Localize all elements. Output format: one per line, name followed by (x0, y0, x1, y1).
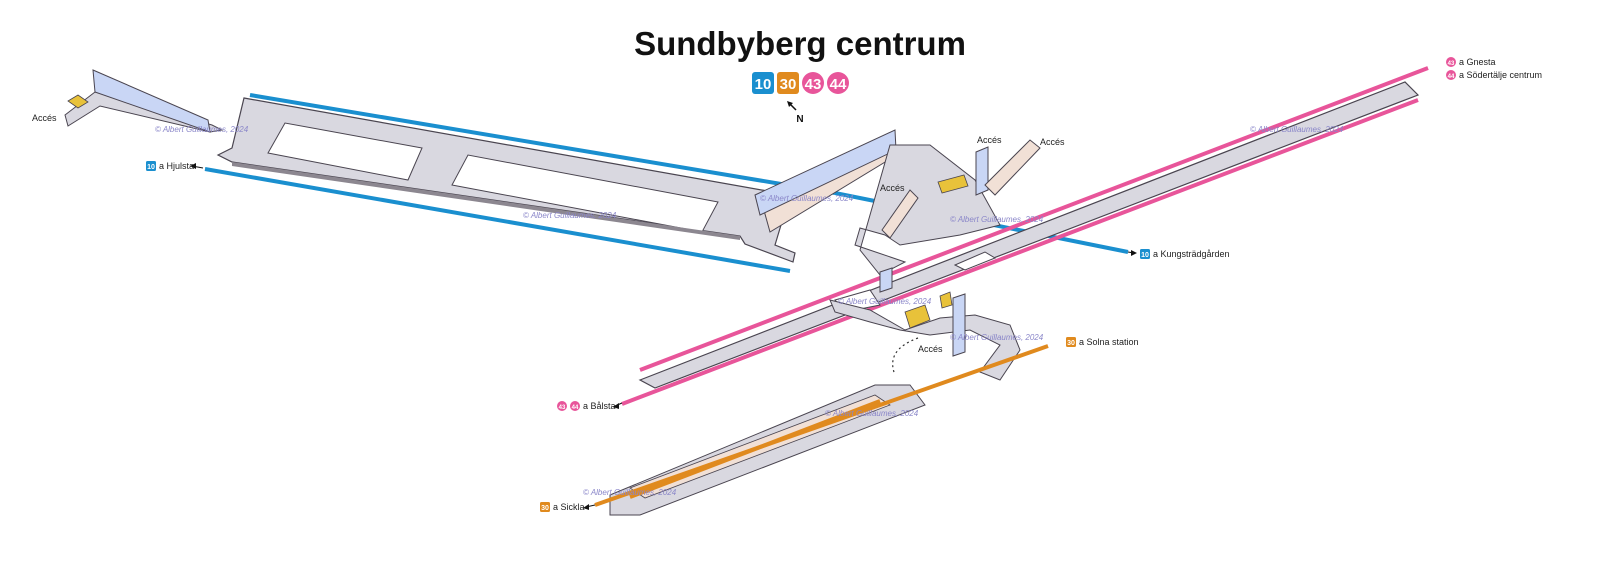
svg-text:a Södertälje centrum: a Södertälje centrum (1459, 70, 1542, 80)
destination-sickla: 30 a Sickla (540, 502, 596, 512)
svg-text:30: 30 (780, 76, 797, 93)
watermark-2: © Albert Guillaumes, 2024 (523, 211, 617, 220)
svg-text:10: 10 (755, 76, 772, 93)
svg-text:a Bålsta: a Bålsta (583, 401, 616, 411)
stairs-concourse (937, 174, 969, 194)
access-label-north: Accés (977, 135, 1002, 145)
line-badge-30: 30 (777, 72, 799, 94)
watermark-9: © Albert Guillaumes, 2024 (583, 488, 677, 497)
commuter-rail-tracks (621, 66, 1429, 406)
north-arrow: N (787, 101, 804, 125)
access-label-northeast: Accés (1040, 137, 1065, 147)
watermark-8: © Albert Guillaumes, 2024 (825, 409, 919, 418)
stairs-lower (904, 304, 931, 329)
watermark-5: © Albert Guillaumes, 2024 (1250, 125, 1344, 134)
access-label-center: Accés (880, 183, 905, 193)
svg-text:10: 10 (147, 164, 155, 171)
svg-text:43: 43 (559, 405, 566, 411)
line-badge-43: 43 (802, 72, 824, 94)
watermark-3: © Albert Guillaumes, 2024 (760, 194, 854, 203)
destination-kungstradgarden: 10 a Kungsträdgården (1127, 249, 1230, 259)
access-label-south: Accés (918, 344, 943, 354)
svg-text:43: 43 (1448, 61, 1455, 67)
elevator-lower (952, 293, 966, 357)
destination-gnesta: 43 a Gnesta (1446, 57, 1496, 67)
walkway-dotted (892, 337, 919, 376)
elevator-north (975, 146, 989, 196)
svg-text:30: 30 (1067, 340, 1075, 347)
destination-sodertalje: 44 a Södertälje centrum (1446, 70, 1542, 80)
tram-stop-30 (594, 344, 1049, 516)
svg-text:a Kungsträdgården: a Kungsträdgården (1153, 249, 1230, 259)
svg-text:a Sickla: a Sickla (553, 502, 585, 512)
line-badges: 10 30 43 44 (752, 72, 849, 94)
svg-text:a Solna station: a Solna station (1079, 337, 1139, 347)
svg-text:43: 43 (805, 76, 822, 93)
access-label-west: Accés (32, 113, 57, 123)
svg-text:N: N (796, 114, 803, 125)
destination-solna: 30 a Solna station (1066, 337, 1139, 347)
destination-hjulsta: 10 a Hjulsta (146, 161, 204, 171)
svg-text:10: 10 (1141, 252, 1149, 259)
watermark-1: © Albert Guillaumes, 2024 (155, 125, 249, 134)
watermark-4: © Albert Guillaumes, 2024 (950, 215, 1044, 224)
watermark-6: © Albert Guillaumes, 2024 (838, 297, 932, 306)
stairs-lower-2 (939, 291, 953, 309)
svg-text:44: 44 (1448, 74, 1455, 80)
watermark-7: © Albert Guillaumes, 2024 (950, 333, 1044, 342)
exit-passage-northeast (984, 139, 1041, 196)
line-badge-10: 10 (752, 72, 774, 94)
station-title: Sundbyberg centrum (634, 25, 966, 62)
svg-text:44: 44 (830, 76, 847, 93)
elevator-platform (879, 267, 893, 293)
line-badge-44: 44 (827, 72, 849, 94)
central-concourse (854, 139, 1041, 276)
metro-platform-10 (216, 97, 796, 263)
svg-text:a Gnesta: a Gnesta (1459, 57, 1496, 67)
tram-track-platform (629, 399, 881, 499)
svg-text:30: 30 (541, 505, 549, 512)
entrance-ramp-west (64, 69, 224, 133)
destination-balsta: 43 44 a Bålsta (557, 401, 623, 411)
svg-text:44: 44 (572, 405, 579, 411)
lower-passage (829, 291, 1021, 381)
svg-text:a Hjulsta: a Hjulsta (159, 161, 194, 171)
exit-passage-north (881, 189, 919, 239)
escalator-west (67, 94, 89, 109)
